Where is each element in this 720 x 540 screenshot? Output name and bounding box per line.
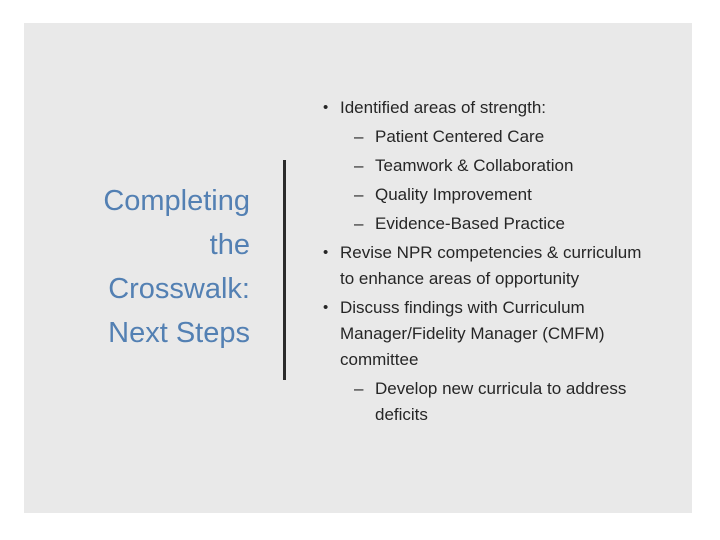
bullet-item: – Evidence-Based Practice bbox=[323, 211, 657, 237]
bullet-text: Discuss findings with Curriculum Manager… bbox=[340, 298, 605, 369]
bullet-text: Evidence-Based Practice bbox=[375, 214, 565, 233]
bullet-item: • Revise NPR competencies & curriculum t… bbox=[323, 240, 657, 292]
level2-dash-marker: – bbox=[354, 127, 364, 146]
bullet-item: – Teamwork & Collaboration bbox=[323, 153, 657, 179]
title-body-divider-line bbox=[283, 160, 286, 380]
slide-title: Completing the Crosswalk: Next Steps bbox=[103, 185, 250, 349]
bullet-item: • Discuss findings with Curriculum Manag… bbox=[323, 295, 657, 373]
bullet-text: Revise NPR competencies & curriculum to … bbox=[340, 243, 642, 288]
level2-dash-marker: – bbox=[354, 379, 364, 398]
slide-canvas: Completing the Crosswalk: Next Steps • I… bbox=[24, 23, 692, 513]
bullet-text: Teamwork & Collaboration bbox=[375, 156, 574, 175]
bullet-item: – Patient Centered Care bbox=[323, 124, 657, 150]
bullet-text: Patient Centered Care bbox=[375, 127, 545, 146]
bullet-item: – Develop new curricula to address defic… bbox=[323, 376, 657, 428]
bullet-text: Develop new curricula to address deficit… bbox=[375, 379, 627, 424]
bullet-item: – Quality Improvement bbox=[323, 182, 657, 208]
bullet-item: • Identified areas of strength: bbox=[323, 95, 657, 121]
bullet-text: Identified areas of strength: bbox=[340, 98, 547, 117]
level2-dash-marker: – bbox=[354, 214, 364, 233]
level1-bullet-marker: • bbox=[323, 299, 329, 316]
slide-body-bullet-list: • Identified areas of strength: – Patien… bbox=[323, 95, 657, 428]
level1-bullet-marker: • bbox=[323, 244, 329, 261]
level2-dash-marker: – bbox=[354, 185, 364, 204]
level1-bullet-marker: • bbox=[323, 99, 329, 116]
level2-dash-marker: – bbox=[354, 156, 364, 175]
bullet-text: Quality Improvement bbox=[375, 185, 532, 204]
